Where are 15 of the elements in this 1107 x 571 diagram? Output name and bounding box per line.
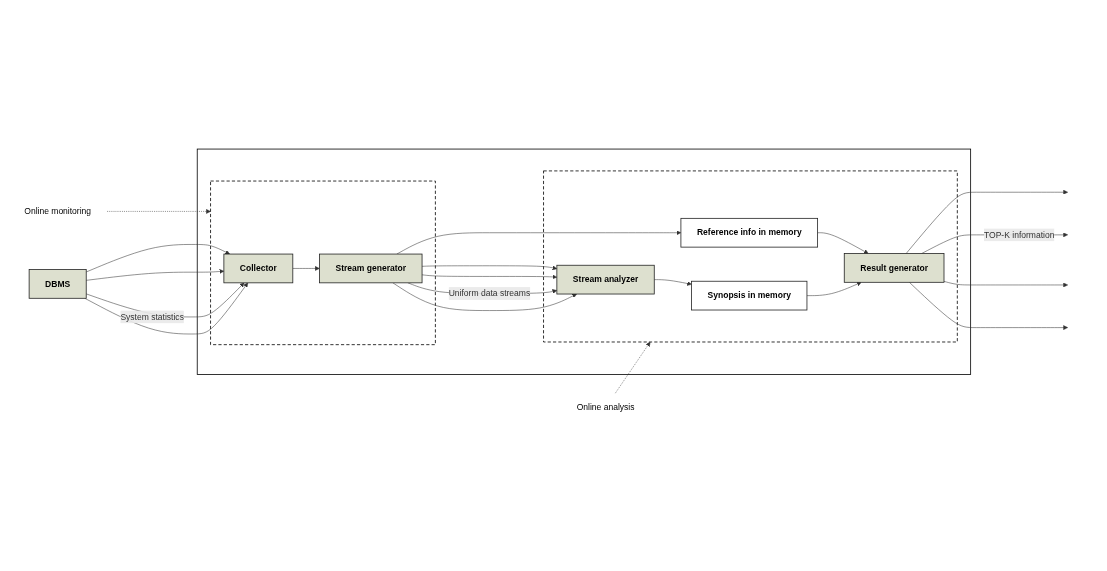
edge-label: System statistics [119,312,184,322]
node-box: Stream generator [318,253,422,284]
node-box: Synopsis in memory [690,280,807,311]
cluster [209,180,436,346]
node-box: DBMS [28,269,87,299]
node-box: Stream analyzer [555,264,655,295]
node-text: Online analysis [576,402,634,412]
cluster [196,148,971,375]
cluster [542,170,958,343]
node-box: Result generator [843,253,944,283]
node-box: Reference info in memory [680,217,818,248]
edge-label: Uniform data streams [448,288,530,298]
node-text: Online monitoring [23,206,91,216]
edge-label: TOP-K information [983,230,1054,240]
node-box: Collector [223,253,293,284]
